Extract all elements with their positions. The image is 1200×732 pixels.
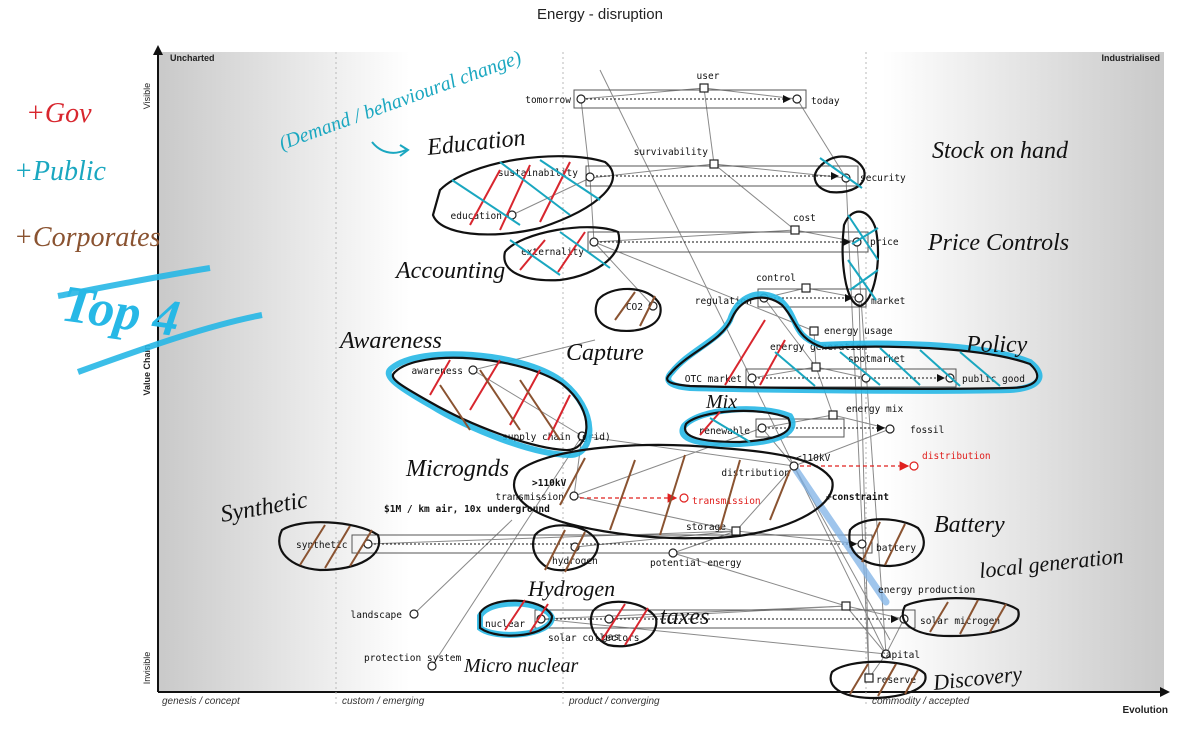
teal-hatches — [451, 157, 1001, 443]
stage-label: product / converging — [568, 696, 660, 707]
component-regulation: regulation — [695, 296, 752, 307]
highlight-stroke — [792, 466, 890, 606]
x-axis-arrow-icon — [1160, 687, 1170, 697]
component-spotmarket: spotmarket — [848, 354, 905, 365]
component-survivability: survivability — [634, 147, 709, 158]
microgrid-outline — [512, 443, 834, 540]
component-solar-collectors: solar collectors — [548, 633, 640, 644]
note-stock: Stock on hand — [932, 138, 1069, 164]
component-control: control — [756, 273, 796, 284]
component-renewable: renewable — [699, 426, 751, 437]
component-hydrogen: hydrogen — [552, 556, 598, 567]
demand-arrow-icon — [371, 141, 407, 154]
component-price: price — [870, 237, 899, 248]
note-mix: Mix — [705, 391, 737, 413]
corner-label-industrialised: Industrialised — [1101, 53, 1160, 63]
accounting-outline — [503, 226, 621, 282]
component-co2: CO2 — [626, 302, 643, 313]
component-fossil: fossil — [910, 425, 944, 436]
component-externality: externality — [521, 247, 584, 258]
component-distribution-future: distribution — [922, 451, 991, 462]
page-title: Energy - disruption — [537, 6, 663, 23]
note-price-controls: Price Controls — [927, 230, 1069, 256]
note-hydrogen: Hydrogen — [527, 576, 615, 601]
component-battery: battery — [876, 543, 916, 554]
policy-outline — [666, 296, 1039, 390]
ink-outlines — [278, 155, 1039, 700]
component-nodes — [363, 83, 955, 683]
stage-label: genesis / concept — [162, 696, 241, 707]
y-axis-arrow-icon — [153, 45, 163, 55]
note-micro-nuclear: Micro nuclear — [463, 655, 578, 677]
component-protection-system: protection system — [364, 653, 462, 664]
note-gov: +Gov — [26, 98, 92, 129]
label-lt110kv: <110kV — [796, 453, 831, 464]
brown-hatches — [299, 291, 1007, 697]
component-distribution: distribution — [721, 468, 790, 479]
synthetic-outline — [278, 521, 381, 572]
note-corporates: +Corporates — [14, 222, 161, 253]
note-battery: Battery — [934, 512, 1005, 538]
component-awareness: awareness — [412, 366, 463, 377]
evolution-arrows — [374, 95, 945, 623]
component-energy-mix: energy mix — [846, 404, 903, 415]
nuclear-outline — [478, 599, 554, 637]
component-potential-energy: potential energy — [650, 558, 742, 569]
y-axis-label: Value Chain — [142, 344, 152, 395]
component-supply-chain: supply chain (grid) — [502, 432, 611, 443]
map-background — [158, 52, 1164, 692]
component-transmission-future: transmission — [692, 496, 761, 507]
note-taxes: taxes — [660, 604, 709, 630]
component-capital: capital — [880, 650, 920, 661]
price-outline — [841, 210, 880, 308]
component-reserve: reserve — [876, 675, 916, 686]
component-landscape: landscape — [351, 610, 403, 621]
component-transmission: transmission — [495, 492, 564, 503]
component-storage: storage — [686, 522, 726, 533]
component-today: today — [811, 96, 840, 107]
stage-label: custom / emerging — [342, 696, 425, 707]
component-energy-production: energy production — [878, 585, 975, 596]
component-nuclear: nuclear — [485, 619, 525, 630]
y-top-label: Visible — [142, 83, 152, 109]
component-synthetic: synthetic — [296, 540, 347, 551]
education-outline — [431, 155, 615, 236]
label-cost-note: $1M / km air, 10x underground — [384, 504, 550, 515]
note-policy: Policy — [965, 332, 1028, 358]
component-solar-microgen: solar microgen — [920, 616, 1000, 627]
component-sustainability: sustainability — [498, 168, 578, 179]
y-bottom-label: Invisible — [142, 652, 152, 685]
battery-outline — [848, 518, 925, 568]
component-security: security — [860, 173, 906, 184]
note-accounting: Accounting — [394, 258, 505, 284]
note-public: +Public — [14, 156, 107, 187]
note-capture: Capture — [566, 340, 644, 366]
gas-outline — [589, 600, 658, 648]
demand-arrowhead-icon — [399, 144, 410, 157]
red-hatches — [429, 161, 786, 646]
component-gas: gas — [602, 632, 619, 643]
local-generation-outline — [901, 597, 1020, 638]
stage-label: commodity / accepted — [872, 696, 970, 707]
component-market: market — [871, 296, 905, 307]
future-nodes — [679, 461, 919, 503]
discovery-outline — [829, 660, 927, 700]
component-tomorrow: tomorrow — [525, 95, 571, 106]
component-energy-usage: energy usage — [824, 326, 893, 337]
co2-outline — [594, 287, 662, 332]
mix-outline — [683, 409, 791, 444]
note-awareness: Awareness — [338, 328, 442, 354]
hydrogen-outline — [531, 524, 600, 572]
component-user: user — [697, 71, 720, 82]
label-constraint: +constraint — [826, 492, 889, 503]
note-micrognds: Micrognds — [405, 456, 509, 482]
component-cost: cost — [793, 213, 816, 224]
component-education: education — [451, 211, 502, 222]
component-otc-market: OTC market — [685, 374, 742, 385]
corner-label-uncharted: Uncharted — [170, 53, 215, 63]
x-axis-label: Evolution — [1122, 705, 1168, 716]
awareness-outline — [391, 356, 588, 452]
label-gt110kv: >110kV — [532, 478, 567, 489]
